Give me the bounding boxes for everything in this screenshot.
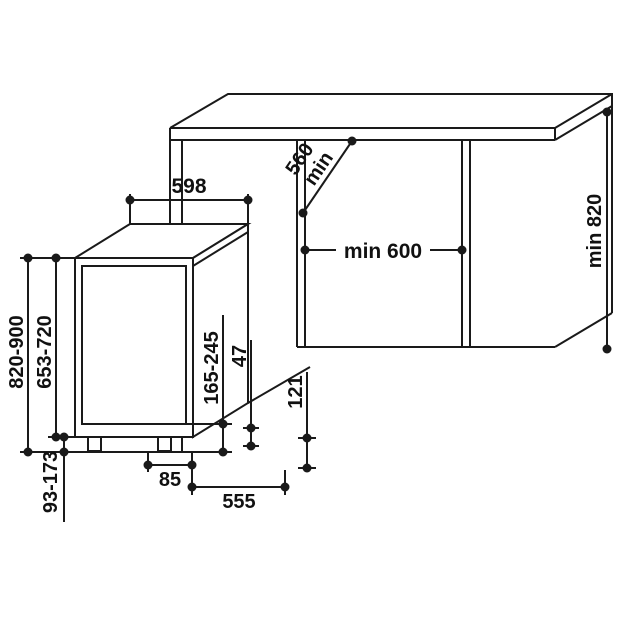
dishwasher-door-panel	[81, 265, 187, 425]
label-niche-width-min600: min 600	[344, 240, 422, 263]
label-121: 121	[285, 375, 307, 408]
label-height-820-900: 820-900	[6, 315, 28, 388]
svg-text:93-173: 93-173	[40, 451, 62, 513]
svg-text:560 min: 560 min	[282, 135, 339, 191]
dishwasher-foot-right	[157, 436, 172, 452]
svg-text:653-720: 653-720	[34, 315, 56, 388]
svg-text:820-900: 820-900	[6, 315, 28, 388]
label-85: 85	[159, 469, 181, 491]
dishwasher-box	[71, 222, 252, 452]
svg-text:121: 121	[285, 375, 307, 408]
countertop-outline	[169, 93, 613, 313]
dim-598-lines	[129, 194, 249, 224]
label-niche-height-min820: min 820	[584, 194, 606, 268]
svg-text:165-245: 165-245	[201, 331, 223, 404]
label-height-653-720: 653-720	[34, 315, 56, 388]
countertop	[169, 93, 613, 313]
label-165-245: 165-245	[201, 331, 223, 404]
dim-560-line	[302, 140, 353, 214]
dimension-end-dots	[23, 107, 612, 492]
label-feet-93-173: 93-173	[40, 451, 62, 513]
dishwasher-front-face	[74, 257, 194, 438]
label-47: 47	[229, 345, 251, 367]
dimension-labels: 598 560 min min 600 min 820 820-900 653-…	[6, 135, 606, 513]
label-width-598: 598	[171, 175, 206, 198]
label-depth-560-min: 560 min	[282, 135, 339, 191]
dishwasher-foot-left	[87, 436, 102, 452]
dishwasher-side-inset-line	[192, 231, 249, 267]
svg-text:min 820: min 820	[584, 194, 606, 268]
label-min600-backplate	[336, 238, 430, 263]
svg-text:47: 47	[229, 345, 251, 367]
label-555: 555	[222, 491, 255, 513]
